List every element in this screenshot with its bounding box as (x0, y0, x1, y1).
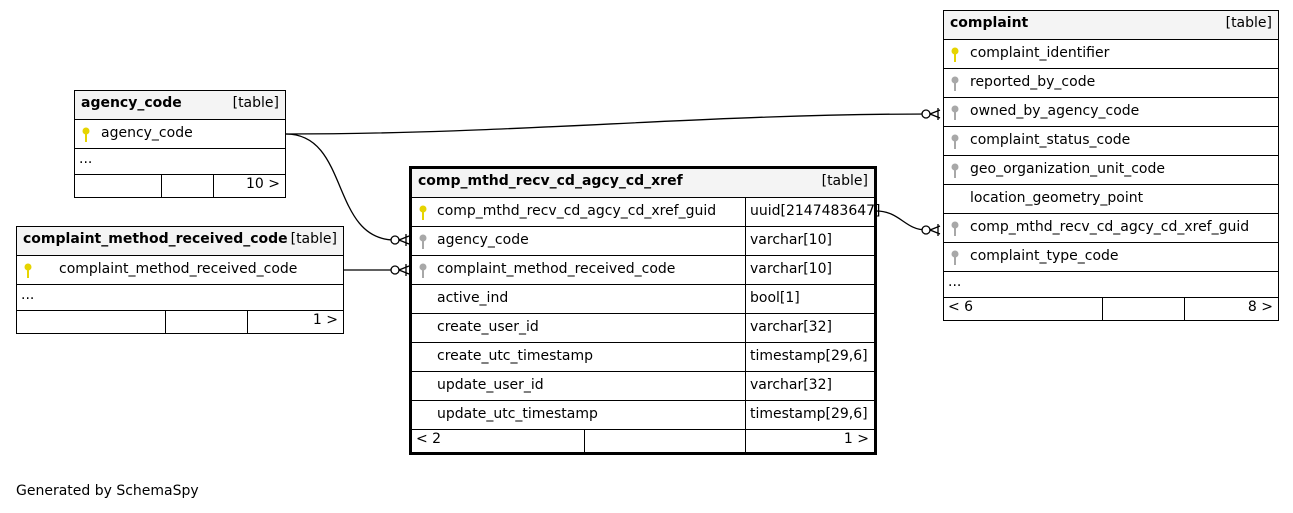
primary-key-icon (416, 204, 430, 222)
table-complaint-method-received-code[interactable]: complaint_method_received_code [table] c… (16, 226, 344, 334)
column-row[interactable]: reported_by_code (944, 69, 1278, 98)
column-row[interactable]: comp_mthd_recv_cd_agcy_cd_xref_guid uuid… (412, 198, 881, 227)
column-type: bool[1] (750, 290, 800, 306)
parents-count: < 6 (948, 299, 974, 315)
column-name: location_geometry_point (970, 190, 1144, 206)
column-row[interactable]: complaint_identifier (944, 40, 1278, 69)
children-count: 1 > (312, 312, 338, 328)
more-columns: ... (944, 272, 1278, 298)
column-row[interactable]: create_utc_timestamp timestamp[29,6] (412, 343, 874, 372)
column-name: geo_organization_unit_code (970, 161, 1166, 177)
primary-key-icon (948, 46, 962, 64)
foreign-key-icon (948, 104, 962, 122)
column-row[interactable]: update_utc_timestamp timestamp[29,6] (412, 401, 874, 430)
column-row[interactable]: active_ind bool[1] (412, 285, 874, 314)
table-name: agency_code (81, 95, 182, 111)
foreign-key-icon (948, 220, 962, 238)
column-name: reported_by_code (970, 74, 1096, 90)
column-row[interactable]: complaint_status_code (944, 127, 1278, 156)
column-type: timestamp[29,6] (750, 406, 868, 422)
foreign-key-icon (948, 133, 962, 151)
foreign-key-icon (948, 162, 962, 180)
column-row[interactable]: agency_code (75, 120, 285, 149)
table-header: complaint [table] (944, 11, 1278, 40)
table-complaint[interactable]: complaint [table] complaint_identifier r… (943, 10, 1279, 321)
foreign-key-icon (416, 233, 430, 251)
children-count: 1 > (843, 431, 869, 447)
column-type: varchar[32] (750, 377, 832, 393)
column-name: comp_mthd_recv_cd_agcy_cd_xref_guid (970, 219, 1250, 235)
table-footer: 10 > (75, 175, 285, 197)
column-row[interactable]: update_user_id varchar[32] (412, 372, 874, 401)
column-row[interactable]: comp_mthd_recv_cd_agcy_cd_xref_guid (944, 214, 1278, 243)
table-footer: < 2 1 > (412, 430, 874, 452)
table-comp-mthd-recv-cd-agcy-cd-xref[interactable]: comp_mthd_recv_cd_agcy_cd_xref [table] c… (409, 166, 881, 455)
primary-key-icon (79, 126, 93, 144)
table-type-label: [table] (1225, 15, 1272, 31)
column-name: comp_mthd_recv_cd_agcy_cd_xref_guid (437, 203, 717, 219)
table-name: comp_mthd_recv_cd_agcy_cd_xref (418, 173, 683, 189)
foreign-key-icon (948, 75, 962, 93)
column-name: complaint_type_code (970, 248, 1119, 264)
column-name: complaint_method_received_code (59, 261, 298, 277)
column-name: complaint_method_received_code (437, 261, 676, 277)
edge-agency-to-complaint (285, 113, 931, 135)
table-type-label: [table] (290, 231, 337, 247)
column-row[interactable]: location_geometry_point (944, 185, 1278, 214)
column-name: agency_code (101, 125, 193, 141)
table-name: complaint_method_received_code (23, 231, 288, 247)
column-name: create_utc_timestamp (437, 348, 594, 364)
primary-key-icon (21, 262, 35, 280)
column-type: uuid[2147483647] (750, 203, 881, 219)
column-name: create_user_id (437, 319, 539, 335)
table-header: complaint_method_received_code [table] (17, 227, 343, 256)
table-type-label: [table] (232, 95, 279, 111)
table-agency-code[interactable]: agency_code [table] agency_code ... 10 > (74, 90, 286, 198)
column-name: update_user_id (437, 377, 544, 393)
column-type: timestamp[29,6] (750, 348, 868, 364)
children-count: 10 > (246, 176, 280, 192)
table-footer: 1 > (17, 311, 343, 333)
edge-agency-to-xref (285, 133, 396, 241)
column-name: update_utc_timestamp (437, 406, 598, 422)
column-type: varchar[32] (750, 319, 832, 335)
column-name: agency_code (437, 232, 529, 248)
column-type: varchar[10] (750, 232, 832, 248)
column-name: complaint_status_code (970, 132, 1131, 148)
column-row[interactable]: owned_by_agency_code (944, 98, 1278, 127)
table-type-label: [table] (821, 173, 868, 189)
foreign-key-icon (416, 262, 430, 280)
more-columns: ... (17, 285, 343, 311)
column-name: complaint_identifier (970, 45, 1110, 61)
column-row[interactable]: complaint_method_received_code varchar[1… (412, 256, 874, 285)
table-name: complaint (950, 15, 1029, 31)
generated-by-label: Generated by SchemaSpy (16, 483, 199, 499)
column-row[interactable]: complaint_type_code (944, 243, 1278, 272)
column-row[interactable]: complaint_method_received_code (17, 256, 343, 285)
column-type: varchar[10] (750, 261, 832, 277)
children-count: 8 > (1247, 299, 1273, 315)
edge-xref-to-complaint (875, 210, 927, 231)
column-row[interactable]: geo_organization_unit_code (944, 156, 1278, 185)
column-row[interactable]: create_user_id varchar[32] (412, 314, 874, 343)
parents-count: < 2 (416, 431, 442, 447)
column-name: active_ind (437, 290, 509, 306)
column-name: owned_by_agency_code (970, 103, 1140, 119)
foreign-key-icon (948, 249, 962, 267)
more-columns: ... (75, 149, 285, 175)
table-header: comp_mthd_recv_cd_agcy_cd_xref [table] (412, 169, 874, 198)
table-footer: < 6 8 > (944, 298, 1278, 320)
table-header: agency_code [table] (75, 91, 285, 120)
column-row[interactable]: agency_code varchar[10] (412, 227, 874, 256)
